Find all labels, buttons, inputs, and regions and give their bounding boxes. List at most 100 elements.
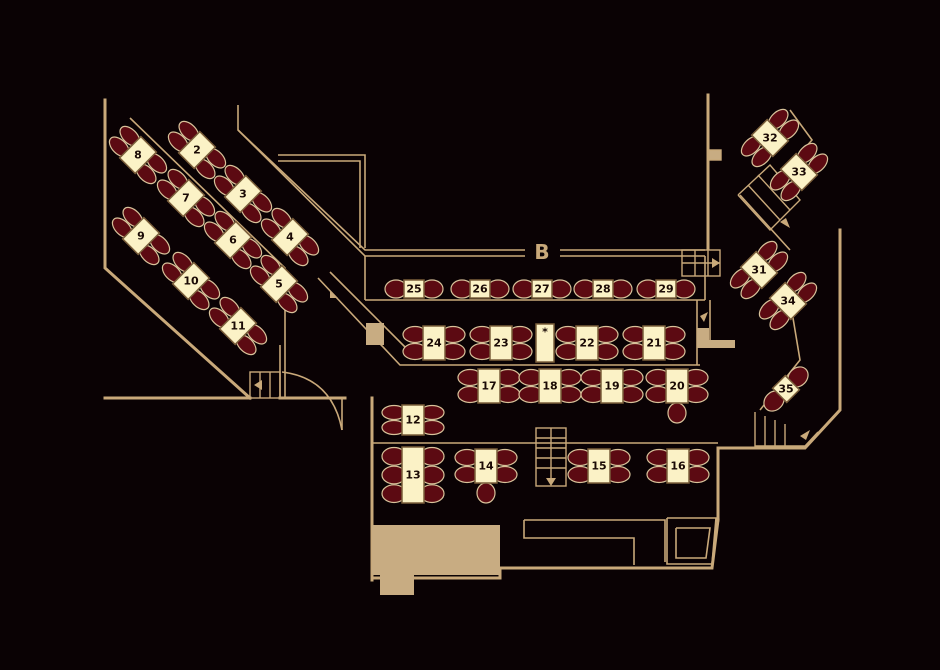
table-5[interactable]: 6 (200, 207, 265, 272)
table-top (118, 135, 158, 175)
table-top (218, 306, 258, 346)
table-31[interactable]: 32 (737, 105, 802, 170)
table-number: 28 (595, 283, 610, 296)
table-number: 18 (542, 380, 557, 393)
table-top (768, 281, 808, 321)
table-number: 23 (493, 337, 508, 350)
table-12[interactable]: 13 (381, 446, 445, 504)
table-number: 17 (481, 380, 496, 393)
table-number: 25 (406, 283, 421, 296)
table-16[interactable]: 17 (457, 368, 521, 404)
table-top (600, 368, 624, 404)
table-number: 6 (229, 234, 237, 247)
table-11[interactable]: 12 (381, 404, 445, 436)
table-number: 7 (182, 192, 190, 205)
table-number: 27 (534, 283, 549, 296)
table-number: 2 (193, 144, 201, 157)
table-3[interactable]: 4 (257, 204, 322, 269)
table-top (259, 264, 299, 304)
table-20[interactable]: 21 (622, 325, 686, 361)
solid-blocks (366, 149, 735, 595)
table-top (587, 448, 611, 484)
seat (667, 402, 687, 424)
table-top (489, 325, 513, 361)
table-number: 31 (751, 264, 766, 277)
table-top (531, 279, 553, 299)
table-number: * (542, 326, 548, 339)
table-top (401, 404, 425, 436)
table-8[interactable]: 9 (108, 203, 173, 268)
seat (476, 482, 496, 504)
table-23[interactable]: 23 (469, 325, 533, 361)
table-32[interactable]: 33 (766, 139, 831, 204)
table-number: 13 (405, 469, 420, 482)
table-18[interactable]: 19 (580, 368, 644, 404)
table-34[interactable]: 35 (759, 362, 813, 416)
table-top (750, 118, 790, 158)
table-top (666, 448, 690, 484)
table-top (779, 152, 819, 192)
table-6[interactable]: 7 (153, 165, 218, 230)
table-30[interactable]: 31 (726, 237, 791, 302)
table-top (121, 216, 161, 256)
table-28[interactable]: 28 (573, 279, 633, 299)
table-number: 24 (426, 337, 442, 350)
table-2[interactable]: 3 (210, 161, 275, 226)
bar-label: B (534, 240, 549, 264)
stairs (249, 163, 819, 487)
table-top (166, 178, 206, 218)
table-25[interactable]: 25 (384, 279, 444, 299)
table-9[interactable]: 10 (158, 248, 223, 313)
table-top (739, 250, 779, 290)
table-24[interactable]: 24 (402, 325, 466, 361)
table-number: 26 (472, 283, 488, 296)
table-1[interactable]: 2 (164, 117, 229, 182)
table-number: 35 (778, 383, 793, 396)
table-22[interactable]: * (535, 323, 555, 363)
table-top (655, 279, 677, 299)
table-number: 3 (239, 188, 247, 201)
table-17[interactable]: 18 (518, 368, 582, 404)
table-27[interactable]: 27 (512, 279, 572, 299)
table-number: 10 (183, 275, 199, 288)
table-top (223, 174, 263, 214)
table-7[interactable]: 8 (105, 122, 170, 187)
table-number: 5 (275, 278, 283, 291)
table-top (474, 448, 498, 484)
table-top (401, 446, 425, 504)
table-top (270, 217, 310, 257)
table-29[interactable]: 29 (636, 279, 696, 299)
table-number: 32 (762, 132, 777, 145)
table-top (403, 279, 425, 299)
table-top (771, 374, 801, 404)
table-number: 12 (405, 414, 420, 427)
table-number: 4 (286, 231, 294, 244)
table-number: 19 (604, 380, 619, 393)
table-13[interactable]: 14 (454, 448, 518, 504)
table-15[interactable]: 16 (646, 448, 710, 484)
table-top (422, 325, 446, 361)
table-top (538, 368, 562, 404)
table-10[interactable]: 11 (205, 293, 270, 358)
table-top (477, 368, 501, 404)
table-top (213, 220, 253, 260)
table-19[interactable]: 20 (645, 368, 709, 424)
table-number: 33 (791, 166, 806, 179)
table-top (592, 279, 614, 299)
table-number: 22 (579, 337, 594, 350)
table-26[interactable]: 26 (450, 279, 510, 299)
table-number: 8 (134, 149, 142, 162)
table-14[interactable]: 15 (567, 448, 631, 484)
table-4[interactable]: 5 (246, 251, 311, 316)
table-number: 34 (780, 295, 796, 308)
table-number: 14 (478, 460, 494, 473)
table-top (469, 279, 491, 299)
table-top (171, 261, 211, 301)
table-number: 15 (591, 460, 606, 473)
table-number: 21 (646, 337, 661, 350)
table-number: 9 (137, 230, 145, 243)
table-33[interactable]: 34 (755, 268, 820, 333)
table-21[interactable]: 22 (555, 325, 619, 361)
